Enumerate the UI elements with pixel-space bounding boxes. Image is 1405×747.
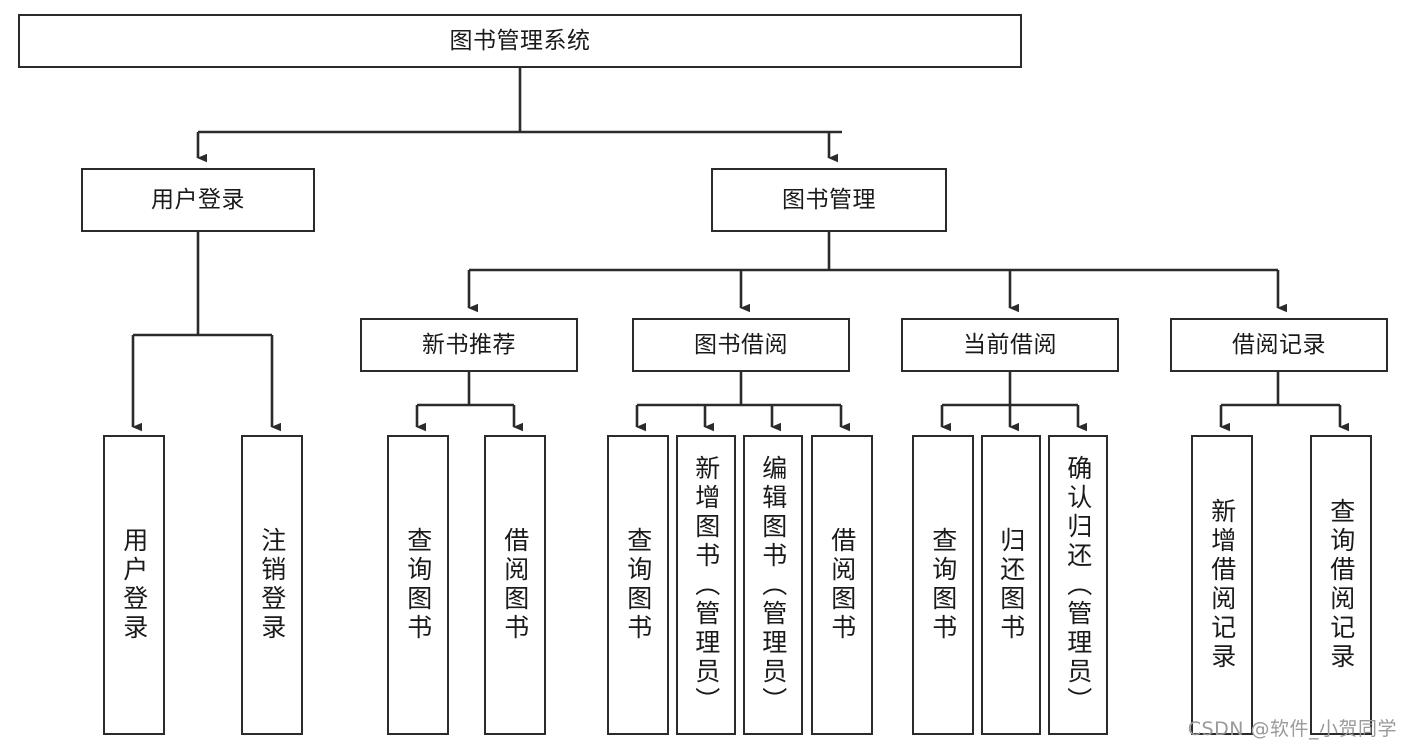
node-new-book-recommendation[interactable]: 新书推荐 [360, 318, 578, 372]
node-leaf-query-borrowing-record[interactable]: 查询借阅记录 [1310, 435, 1372, 735]
node-root-library-management-system[interactable]: 图书管理系统 [18, 14, 1022, 68]
node-label: 新书推荐 [422, 331, 516, 358]
node-leaf-logout[interactable]: 注销登录 [241, 435, 303, 735]
node-leaf-borrow-books-recommendation[interactable]: 借阅图书 [484, 435, 546, 735]
node-label: 借阅图书 [827, 527, 857, 643]
node-leaf-add-book-admin[interactable]: 新增图书（管理员） [676, 435, 736, 735]
node-leaf-user-login[interactable]: 用户登录 [103, 435, 165, 735]
node-label: 确认归还（管理员） [1063, 454, 1093, 716]
node-borrowing-records[interactable]: 借阅记录 [1170, 318, 1388, 372]
node-label: 图书管理 [782, 186, 876, 213]
node-label: 注销登录 [257, 527, 287, 643]
node-leaf-borrow-books-borrowing[interactable]: 借阅图书 [811, 435, 873, 735]
node-leaf-query-books-recommendation[interactable]: 查询图书 [387, 435, 449, 735]
node-label: 新增借阅记录 [1207, 498, 1237, 672]
node-label: 图书借阅 [694, 331, 788, 358]
node-label: 当前借阅 [963, 331, 1057, 358]
node-user-login[interactable]: 用户登录 [81, 168, 315, 232]
node-leaf-return-books[interactable]: 归还图书 [981, 435, 1041, 735]
node-label: 用户登录 [151, 186, 245, 213]
node-book-borrowing[interactable]: 图书借阅 [632, 318, 850, 372]
csdn-watermark: CSDN @软件_小贺同学 [1187, 718, 1397, 740]
node-label: 图书管理系统 [449, 27, 591, 54]
node-label: 查询图书 [928, 527, 958, 643]
node-label: 查询图书 [623, 527, 653, 643]
node-label: 查询借阅记录 [1326, 498, 1356, 672]
node-leaf-query-books-current[interactable]: 查询图书 [912, 435, 974, 735]
node-label: 借阅记录 [1232, 331, 1326, 358]
node-label: 归还图书 [996, 527, 1026, 643]
node-label: 查询图书 [403, 527, 433, 643]
node-label: 编辑图书（管理员） [758, 454, 788, 716]
node-label: 用户登录 [119, 527, 149, 643]
node-book-management[interactable]: 图书管理 [711, 168, 947, 232]
node-label: 借阅图书 [500, 527, 530, 643]
node-current-borrowing[interactable]: 当前借阅 [901, 318, 1119, 372]
node-leaf-query-books-borrowing[interactable]: 查询图书 [607, 435, 669, 735]
node-label: 新增图书（管理员） [691, 454, 721, 716]
node-leaf-add-borrowing-record[interactable]: 新增借阅记录 [1191, 435, 1253, 735]
node-leaf-edit-book-admin[interactable]: 编辑图书（管理员） [743, 435, 803, 735]
node-leaf-confirm-return-admin[interactable]: 确认归还（管理员） [1048, 435, 1108, 735]
